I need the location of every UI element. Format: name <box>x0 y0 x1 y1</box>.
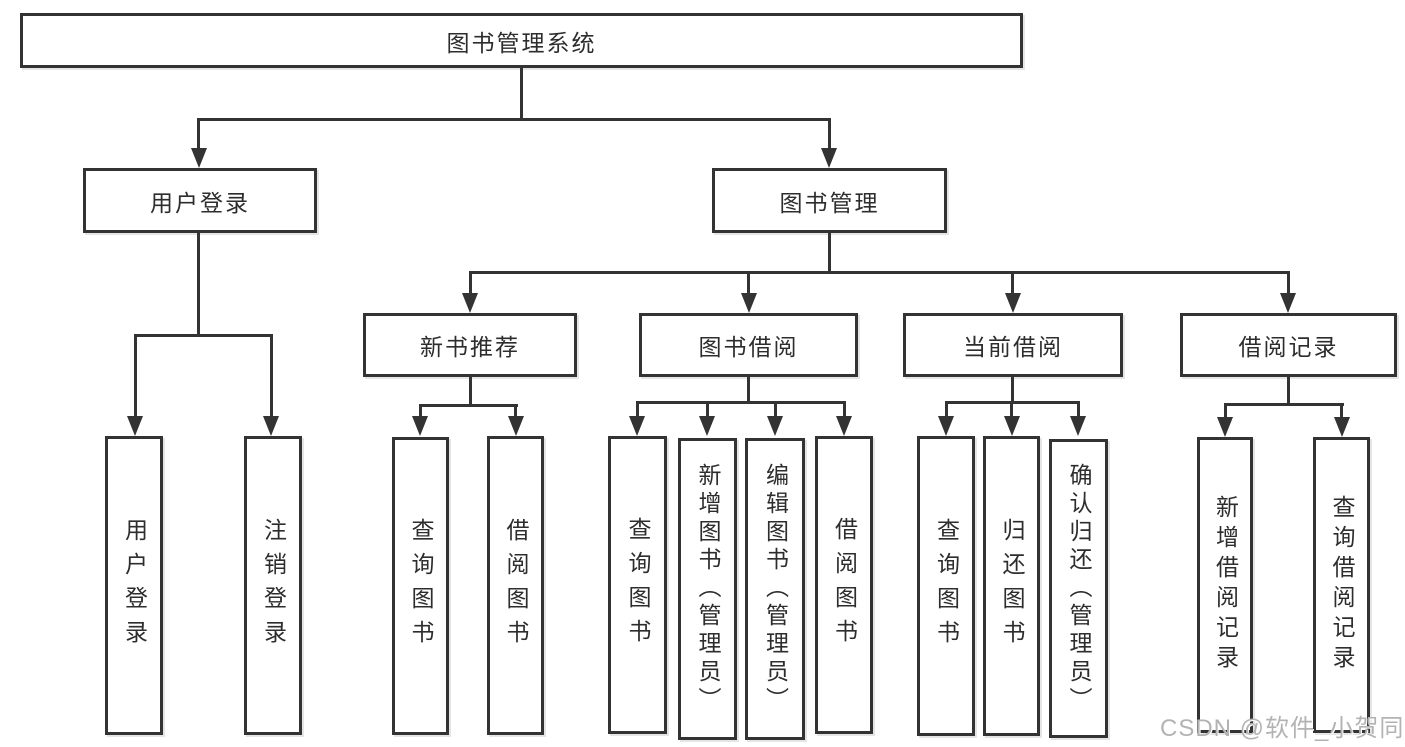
node-user-login-label: 用户登录 <box>150 189 250 216</box>
arrow-down-icon <box>1004 416 1020 436</box>
arrow-down-icon <box>629 416 645 436</box>
node-borrow-records-label: 借阅记录 <box>1238 334 1339 360</box>
arrow-down-icon <box>1334 417 1350 437</box>
connector-line <box>270 334 273 416</box>
leaf-confirm-return-admin-label: 确认归还（管理员） <box>1066 462 1092 715</box>
leaf-query-books-3: 查询图书 <box>917 436 975 736</box>
connector-line <box>514 404 517 418</box>
leaf-query-borrow-record-label: 查询借阅记录 <box>1329 495 1355 675</box>
leaf-user-login-label: 用户登录 <box>121 517 148 654</box>
leaf-query-books-1-label: 查询图书 <box>408 518 434 654</box>
connector-line <box>469 271 1290 274</box>
connector-line <box>636 401 639 417</box>
connector-line <box>1224 403 1227 418</box>
arrow-down-icon <box>1005 293 1021 313</box>
leaf-user-login: 用户登录 <box>105 436 163 735</box>
connector-line <box>520 68 523 118</box>
leaf-add-borrow-record-label: 新增借阅记录 <box>1212 495 1239 675</box>
node-root: 图书管理系统 <box>20 13 1023 68</box>
leaf-query-books-1: 查询图书 <box>392 437 449 735</box>
leaf-return-books: 归还图书 <box>983 436 1040 736</box>
node-user-login: 用户登录 <box>83 168 317 233</box>
connector-line <box>747 271 750 295</box>
connector-line <box>843 401 846 417</box>
arrow-down-icon <box>462 293 478 313</box>
arrow-down-icon <box>1280 293 1296 313</box>
connector-line <box>134 334 137 416</box>
connector-line <box>706 401 709 417</box>
connector-line <box>197 233 200 336</box>
leaf-borrow-books-2-label: 借阅图书 <box>831 517 858 653</box>
node-book-management-label: 图书管理 <box>779 189 880 216</box>
node-current-borrow: 当前借阅 <box>903 313 1123 377</box>
arrow-down-icon <box>1217 417 1233 437</box>
leaf-logout: 注销登录 <box>244 436 302 735</box>
leaf-logout-label: 注销登录 <box>260 517 287 654</box>
connector-line <box>197 118 200 150</box>
arrow-down-icon <box>191 148 207 168</box>
arrow-down-icon <box>767 416 783 436</box>
connector-line <box>197 118 831 121</box>
leaf-query-books-2-label: 查询图书 <box>625 517 651 653</box>
connector-line <box>774 401 777 417</box>
connector-line <box>1340 403 1343 418</box>
node-current-borrow-label: 当前借阅 <box>963 334 1063 360</box>
leaf-return-books-label: 归还图书 <box>999 518 1025 654</box>
node-borrow-records: 借阅记录 <box>1180 313 1397 377</box>
node-book-borrow-label: 图书借阅 <box>698 334 799 360</box>
arrow-down-icon <box>821 148 837 168</box>
leaf-confirm-return-admin: 确认归还（管理员） <box>1049 439 1108 738</box>
connector-line <box>1287 271 1290 295</box>
connector-line <box>419 404 422 418</box>
leaf-query-books-2: 查询图书 <box>608 436 667 734</box>
node-new-book-recommend-label: 新书推荐 <box>420 334 520 360</box>
leaf-borrow-books-1: 借阅图书 <box>487 436 544 735</box>
node-root-label: 图书管理系统 <box>446 29 597 56</box>
arrow-down-icon <box>741 293 757 313</box>
leaf-add-borrow-record: 新增借阅记录 <box>1197 437 1253 733</box>
connector-line <box>828 233 831 273</box>
connector-line <box>1077 401 1080 417</box>
connector-line <box>747 377 750 404</box>
leaf-query-borrow-record: 查询借阅记录 <box>1313 437 1370 733</box>
leaf-borrow-books-1-label: 借阅图书 <box>503 517 529 654</box>
watermark: CSDN @软件_小贺同学 <box>1160 715 1405 742</box>
connector-line <box>636 401 846 404</box>
leaf-edit-book-admin-label: 编辑图书（管理员） <box>762 463 789 715</box>
arrow-down-icon <box>412 416 428 436</box>
connector-line <box>1010 401 1013 417</box>
connector-line <box>469 377 472 407</box>
arrow-down-icon <box>938 416 954 436</box>
connector-line <box>1224 403 1344 406</box>
leaf-query-books-3-label: 查询图书 <box>933 518 960 654</box>
node-new-book-recommend: 新书推荐 <box>363 313 577 377</box>
arrow-down-icon <box>127 416 143 436</box>
arrow-down-icon <box>699 416 715 436</box>
arrow-down-icon <box>263 416 279 436</box>
connector-line <box>134 334 273 337</box>
leaf-borrow-books-2: 借阅图书 <box>815 436 873 734</box>
connector-line <box>945 401 948 417</box>
connector-line <box>419 404 518 407</box>
leaf-add-book-admin: 新增图书（管理员） <box>678 438 737 740</box>
arrow-down-icon <box>836 416 852 436</box>
connector-line <box>1287 377 1290 406</box>
leaf-edit-book-admin: 编辑图书（管理员） <box>745 438 805 740</box>
connector-line <box>1011 271 1014 295</box>
node-book-management: 图书管理 <box>712 168 947 233</box>
connector-line <box>469 271 472 295</box>
node-book-borrow: 图书借阅 <box>639 313 858 377</box>
connector-line <box>828 118 831 150</box>
arrow-down-icon <box>1070 416 1086 436</box>
arrow-down-icon <box>508 416 524 436</box>
connector-line <box>1011 377 1014 404</box>
leaf-add-book-admin-label: 新增图书（管理员） <box>695 463 721 715</box>
